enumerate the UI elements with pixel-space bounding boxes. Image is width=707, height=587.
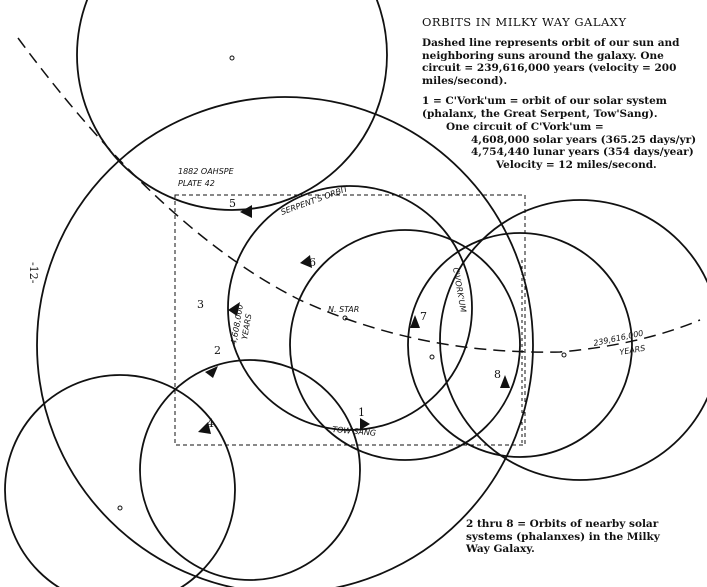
other-orbits-legend: 2 thru 8 = Orbits of nearby solar system… (466, 518, 660, 556)
star-marker (229, 55, 235, 61)
plate-label: 1882 OAHSPE (178, 167, 235, 176)
orbit-5 (76, 0, 388, 211)
arrow-icon (240, 205, 252, 218)
cvorkum-label: C'VORK'UM (451, 267, 468, 313)
galaxy-orbit-dashed (17, 37, 701, 353)
orbit-4 (4, 374, 236, 587)
orbit-label-1: 1 (358, 406, 365, 419)
orbit-label-6: 6 (309, 256, 316, 269)
arrow-icon (500, 375, 510, 388)
legend-line: Dashed line represents orbit of our sun … (422, 37, 680, 49)
orbit-7 (407, 232, 633, 458)
arrow-icon (205, 366, 218, 378)
orbit-6 (289, 229, 521, 461)
serpent-orbit-label: SERPENT'S ORBIT (280, 184, 351, 217)
legend-line: 1 = C'Vork'um = orbit of our solar syste… (422, 95, 667, 107)
arrow-icon (300, 255, 312, 268)
plate-frame (174, 194, 526, 446)
legend-line: circuit = 239,616,000 years (velocity = … (422, 62, 677, 74)
legend-line: (phalanx, the Great Serpent, Tow'Sang). (422, 107, 658, 120)
orbit-label-4: 4 (207, 417, 214, 430)
galaxy-years-label2: YEARS (619, 344, 646, 357)
orbit-label-5: 5 (229, 197, 236, 210)
arrow-icon (360, 418, 370, 430)
legend-line: 4,608,000 solar years (365.25 days/yr) (471, 133, 697, 146)
star-marker (561, 352, 567, 358)
star-marker (429, 354, 435, 360)
orbit-label-7: 7 (420, 310, 427, 323)
legend-line: miles/second). (422, 74, 508, 87)
dashed-line-legend: Dashed line represents orbit of our sun … (422, 37, 679, 87)
plate-number: PLATE 42 (178, 179, 215, 188)
legend-line: One circuit of C'Vork'um = (446, 121, 604, 133)
towsang-label: TOW'SANG (332, 425, 377, 438)
diagram-title: ORBITS IN MILKY WAY GALAXY (422, 15, 627, 29)
orbit-3 (36, 96, 534, 587)
orbit-2 (139, 359, 361, 581)
orbit-1-serpent (227, 185, 473, 431)
legend-line: 4,754,440 lunar years (354 days/year) (471, 146, 694, 158)
arrow-icon (410, 315, 420, 328)
orbit-8 (439, 199, 707, 481)
circuit-legend: One circuit of C'Vork'um = 4,608,000 sol… (446, 121, 696, 171)
legend-line: systems (phalanxes) in the Milky (466, 530, 660, 543)
cvorkum-legend: 1 = C'Vork'um = orbit of our solar syste… (422, 95, 667, 120)
n-star-marker (342, 315, 348, 321)
arrow-icon (198, 422, 211, 434)
orbit-label-2: 2 (214, 344, 221, 357)
legend-line: Velocity = 12 miles/second. (496, 158, 657, 171)
star-marker (117, 505, 123, 511)
page-number: -12- (27, 262, 40, 284)
legend-line: neighboring suns around the galaxy. One (422, 49, 664, 62)
orbit-label-3: 3 (197, 298, 204, 311)
orbit-label-8: 8 (494, 368, 501, 381)
years-left-label2: YEARS (240, 313, 253, 340)
legend-line: 2 thru 8 = Orbits of nearby solar (466, 518, 659, 530)
legend-line: Way Galaxy. (466, 543, 535, 555)
n-star-label: N. STAR (328, 305, 359, 314)
arrow-icon (228, 302, 240, 316)
